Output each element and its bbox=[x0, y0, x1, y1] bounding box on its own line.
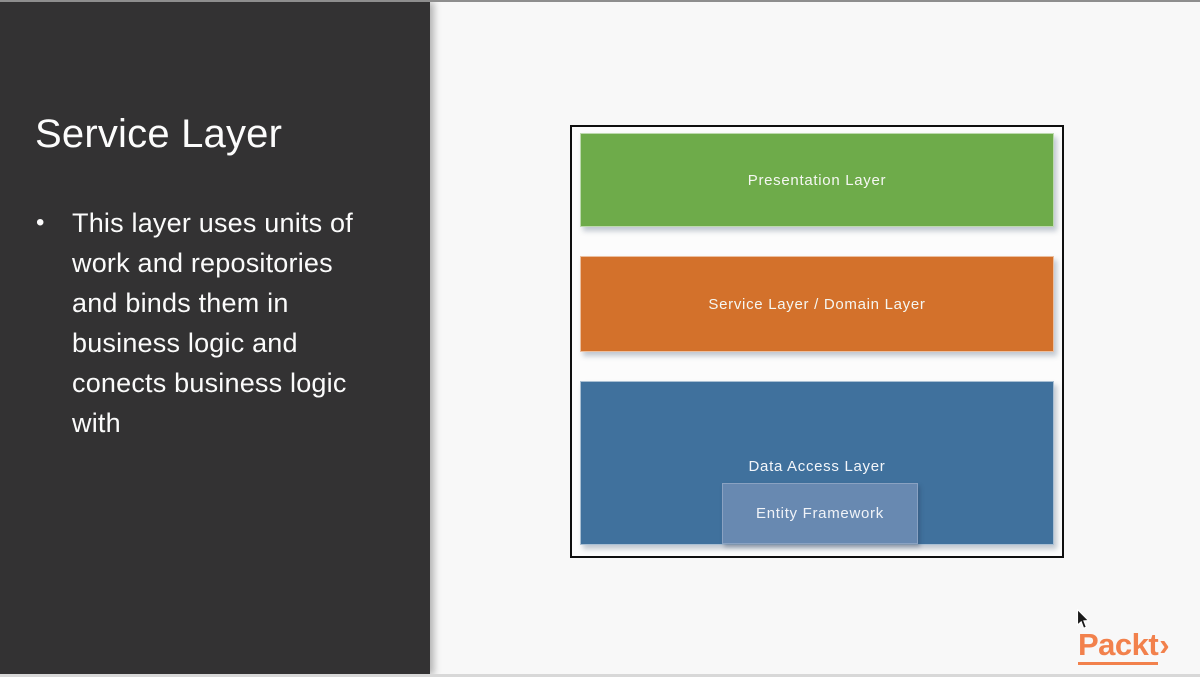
entity-framework-label: Entity Framework bbox=[756, 505, 884, 522]
bullet-list: • This layer uses units of work and repo… bbox=[36, 203, 396, 443]
bullet-text: This layer uses units of work and reposi… bbox=[72, 203, 353, 443]
packt-logo: Packt› bbox=[1078, 627, 1170, 665]
bullet-item: • This layer uses units of work and repo… bbox=[36, 203, 396, 443]
packt-logo-text: Packt bbox=[1078, 629, 1159, 665]
presentation-layer-label: Presentation Layer bbox=[747, 171, 887, 189]
mouse-cursor-icon bbox=[1076, 609, 1090, 629]
data-access-layer-label: Data Access Layer bbox=[748, 458, 886, 475]
bullet-text-line: work and repositories bbox=[72, 248, 333, 278]
frame-top-edge bbox=[0, 0, 1200, 2]
data-access-layer-box: Data Access Layer Entity Framework bbox=[580, 381, 1054, 545]
bullet-text-line: and binds them in bbox=[72, 288, 289, 318]
architecture-diagram: Presentation Layer Service Layer / Domai… bbox=[570, 125, 1064, 558]
slide-title: Service Layer bbox=[35, 112, 283, 156]
frame-bottom-edge bbox=[0, 674, 1200, 677]
presentation-layer-box: Presentation Layer bbox=[580, 133, 1054, 227]
service-layer-box: Service Layer / Domain Layer bbox=[580, 256, 1054, 352]
bullet-text-line: business logic and bbox=[72, 328, 298, 358]
slide-text-panel: Service Layer • This layer uses units of… bbox=[0, 0, 430, 677]
bullet-marker: • bbox=[36, 209, 45, 236]
service-layer-label: Service Layer / Domain Layer bbox=[708, 295, 926, 313]
entity-framework-box: Entity Framework bbox=[722, 483, 918, 544]
bullet-text-line: with bbox=[72, 408, 121, 438]
bullet-text-line: conects business logic bbox=[72, 368, 347, 398]
bullet-text-line: This layer uses units of bbox=[72, 208, 353, 238]
packt-logo-chevron-icon: › bbox=[1159, 627, 1170, 662]
